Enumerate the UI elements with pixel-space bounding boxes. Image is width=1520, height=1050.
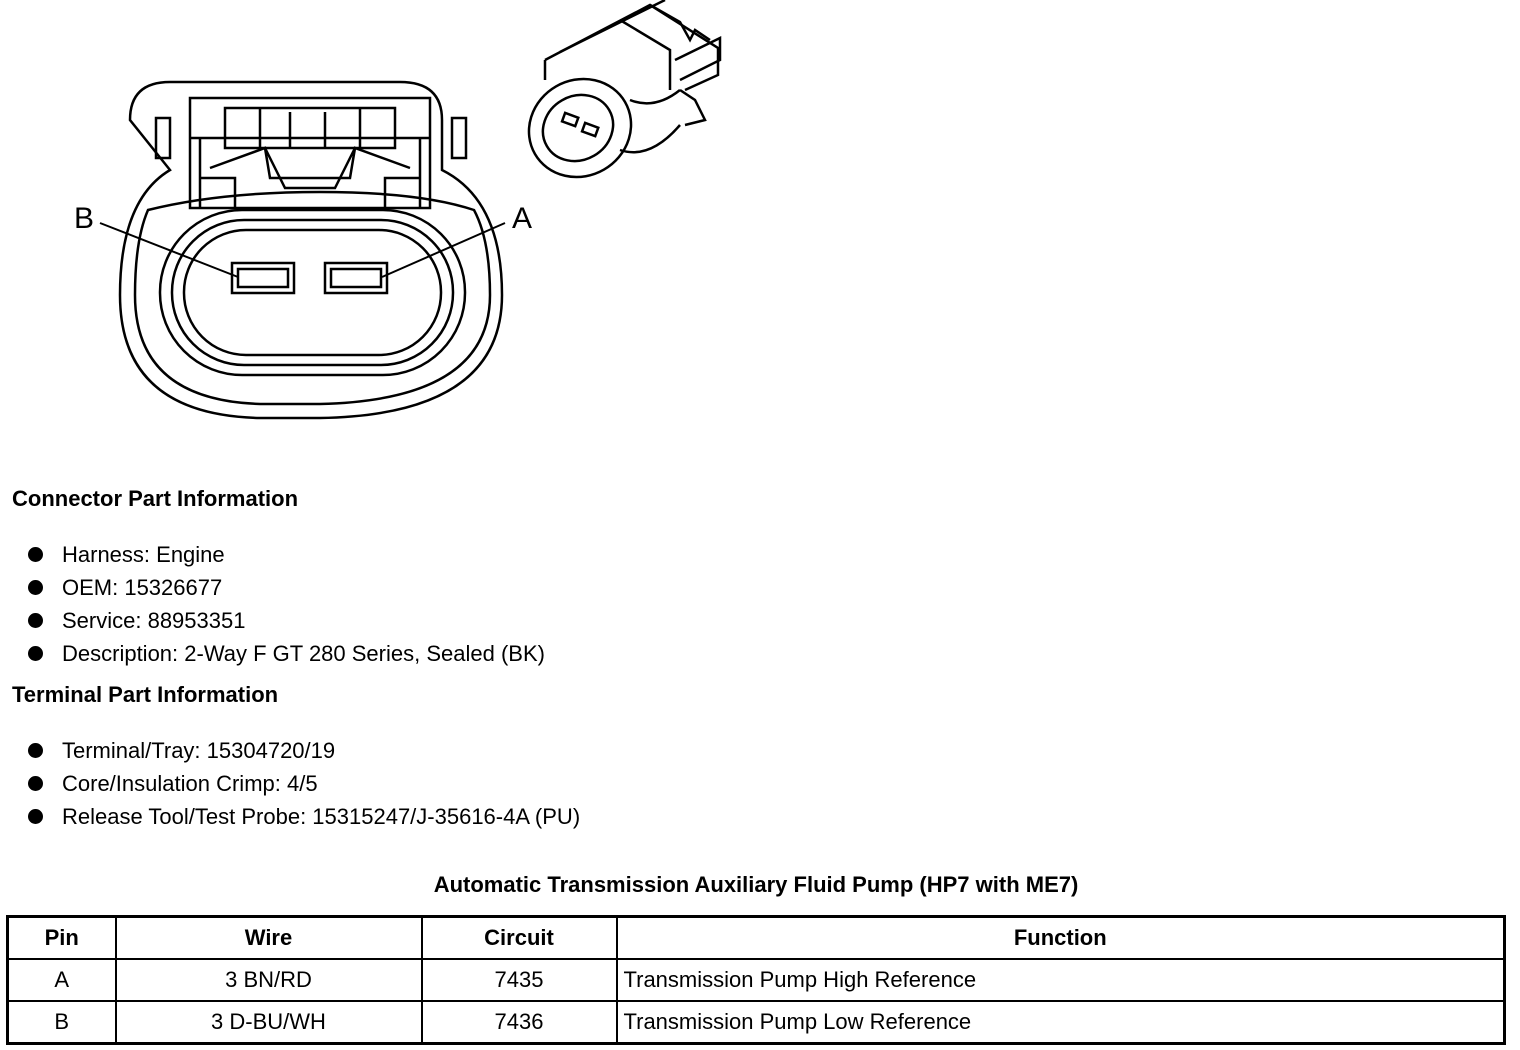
- header-wire: Wire: [114, 915, 423, 960]
- latch-tab: [223, 106, 397, 150]
- table-row: A 3 BN/RD 7435 Transmission Pump High Re…: [6, 958, 1506, 1002]
- cell-wire: 3 D-BU/WH: [114, 1000, 423, 1045]
- pin-table: Pin Wire Circuit Function A 3 BN/RD 7435…: [6, 915, 1506, 1045]
- seal-ring-inner: [182, 228, 443, 357]
- list-item: Harness: Engine: [28, 538, 545, 571]
- list-item: Core/Insulation Crimp: 4/5: [28, 767, 580, 800]
- header-pin: Pin: [6, 915, 117, 960]
- list-item: Service: 88953351: [28, 604, 545, 637]
- bullet-icon: [28, 776, 43, 791]
- connector-info-list: Harness: Engine OEM: 15326677 Service: 8…: [28, 538, 545, 670]
- list-item: Description: 2-Way F GT 280 Series, Seal…: [28, 637, 545, 670]
- cell-wire: 3 BN/RD: [114, 958, 423, 1002]
- connector-mouth-inner: [541, 93, 615, 163]
- seal-ring-outer: [158, 208, 467, 377]
- terminal-info-title: Terminal Part Information: [12, 682, 279, 707]
- terminal-info-list: Terminal/Tray: 15304720/19 Core/Insulati…: [28, 734, 580, 833]
- bullet-icon: [28, 613, 43, 628]
- cell-pin: B: [6, 1000, 117, 1045]
- iso-terminal-1: [560, 111, 580, 128]
- list-item: Terminal/Tray: 15304720/19: [28, 734, 580, 767]
- terminal-cavity-a: [323, 261, 389, 295]
- cell-pin: A: [6, 958, 117, 1002]
- seal-ring-middle: [170, 218, 455, 367]
- leader-line-a: [381, 222, 506, 278]
- latch-frame: [188, 96, 432, 210]
- list-item: OEM: 15326677: [28, 571, 545, 604]
- table-row: B 3 D-BU/WH 7436 Transmission Pump Low R…: [6, 1000, 1506, 1045]
- connector-isometric-diagram: [527, 0, 722, 179]
- connector-mouth-outer: [527, 77, 633, 179]
- list-item: Release Tool/Test Probe: 15315247/J-3561…: [28, 800, 580, 833]
- connector-info-title: Connector Part Information: [12, 486, 299, 511]
- bullet-icon: [28, 580, 43, 595]
- header-circuit: Circuit: [420, 915, 618, 960]
- cell-circuit: 7435: [420, 958, 618, 1002]
- pin-table-title: Automatic Transmission Auxiliary Fluid P…: [433, 872, 1079, 897]
- cell-function: Transmission Pump High Reference: [615, 958, 1506, 1002]
- left-ear: [154, 116, 172, 160]
- bullet-icon: [28, 646, 43, 661]
- cell-function: Transmission Pump Low Reference: [615, 1000, 1506, 1045]
- pin-label-a: A: [512, 202, 533, 235]
- cell-circuit: 7436: [420, 1000, 618, 1045]
- leader-line-b: [99, 222, 239, 278]
- iso-terminal-2: [580, 121, 600, 138]
- connector-housing-outer: [118, 80, 504, 420]
- connector-housing-inner: [133, 190, 492, 406]
- pin-label-b: B: [74, 202, 95, 235]
- right-ear: [450, 116, 468, 160]
- bullet-icon: [28, 743, 43, 758]
- connector-face-diagram: [99, 80, 506, 420]
- bullet-icon: [28, 809, 43, 824]
- terminal-cavity-b: [230, 261, 296, 295]
- header-function: Function: [615, 915, 1506, 960]
- bullet-icon: [28, 547, 43, 562]
- table-header-row: Pin Wire Circuit Function: [6, 915, 1506, 960]
